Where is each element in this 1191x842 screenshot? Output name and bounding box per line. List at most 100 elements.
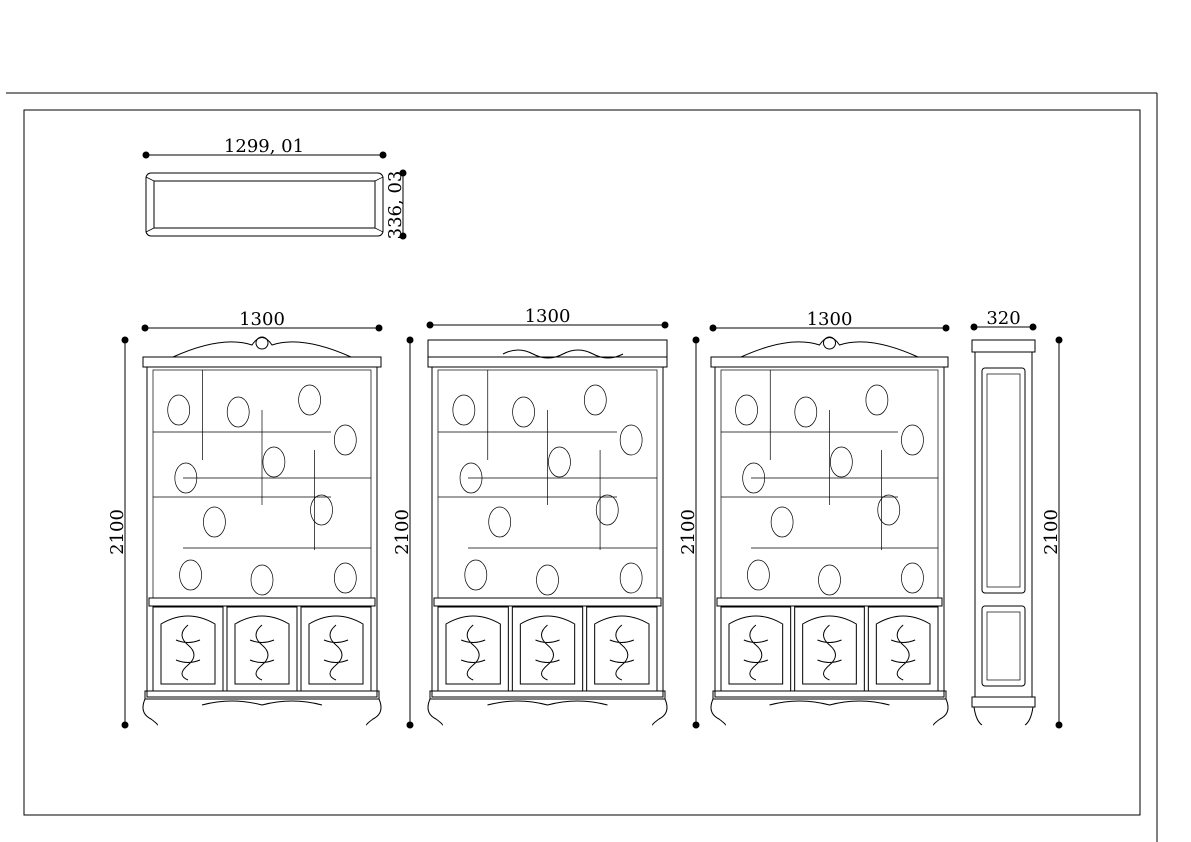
vase — [877, 494, 901, 526]
vase — [203, 506, 226, 538]
frieze-carving — [502, 349, 624, 359]
vase — [901, 562, 924, 594]
cornice — [710, 356, 949, 368]
plinth — [971, 696, 1036, 708]
vase — [865, 384, 889, 416]
dimension-dot — [141, 324, 149, 332]
vase — [619, 424, 643, 456]
door-panel — [234, 615, 290, 685]
vase — [174, 462, 198, 494]
upper-panel-inner — [986, 373, 1021, 588]
crest-carving — [740, 337, 919, 358]
vase — [512, 396, 535, 428]
door-carving — [323, 624, 349, 681]
door-panel — [594, 615, 650, 685]
lower-panel — [981, 605, 1026, 687]
vase — [464, 559, 488, 591]
side-view-height-label: 2100 — [1041, 509, 1062, 555]
side-view: 320 2100 — [970, 308, 1063, 729]
vase — [226, 396, 250, 428]
vase — [536, 564, 559, 596]
door-frame — [867, 606, 939, 692]
apron-carving — [769, 700, 890, 706]
vase — [619, 562, 643, 594]
cabinet-a: 1300 2100 — [107, 309, 383, 729]
cabinet-door — [226, 606, 298, 692]
crest-ornament — [255, 336, 269, 350]
door-carving — [249, 624, 275, 681]
cabinet-b: 1300 2100 — [392, 306, 669, 729]
frieze — [427, 339, 668, 368]
carcass — [146, 366, 378, 698]
dimension-dot — [426, 321, 434, 329]
cabinet-c: 1300 2100 — [678, 309, 950, 729]
dimension-dot — [970, 323, 978, 331]
cabinet-c-height-label: 2100 — [678, 509, 699, 555]
dimension-dot — [692, 721, 700, 729]
plan-depth-label: 336, 03 — [385, 171, 406, 240]
door-frame — [226, 606, 298, 692]
counter-ledge — [433, 597, 662, 607]
vase — [179, 559, 202, 591]
plinth — [712, 690, 947, 700]
crest-ornament — [823, 336, 836, 350]
door-panel — [802, 615, 857, 685]
side-panel — [974, 351, 1033, 698]
plan-width-dimension: 1299, 01 — [142, 136, 387, 159]
dimension-dot — [121, 336, 129, 344]
upper-panel — [981, 367, 1026, 594]
cabinet-c-width-dimension: 1300 — [709, 309, 950, 332]
cabinet-b-width-dimension: 1300 — [426, 306, 669, 329]
cabinet-c-height-dimension: 2100 — [678, 336, 700, 729]
vase — [459, 462, 483, 494]
cabinet-door — [300, 606, 372, 692]
cabinet-c-width-label: 1300 — [807, 309, 853, 330]
plan-depth-dimension: 336, 03 — [385, 169, 407, 240]
dimension-dot — [406, 336, 414, 344]
door-panel — [728, 615, 784, 685]
side-view-height-dimension: 2100 — [1041, 336, 1063, 729]
dimension-dot — [661, 321, 669, 329]
dimension-dot — [1029, 323, 1037, 331]
door-carving — [609, 624, 635, 681]
vase — [770, 506, 794, 538]
vase — [333, 424, 357, 456]
vase — [262, 446, 286, 478]
side-view-width-label: 320 — [986, 308, 1020, 329]
vase — [333, 562, 357, 594]
counter-ledge — [148, 597, 376, 607]
door-carving — [460, 624, 486, 681]
vase — [310, 494, 333, 526]
cabinet-b-height-label: 2100 — [392, 509, 413, 555]
lower-panel-inner — [986, 611, 1021, 681]
vase — [818, 564, 841, 596]
carcass — [431, 366, 664, 698]
plinth — [144, 690, 380, 700]
dimension-dot — [121, 721, 129, 729]
cornice — [427, 356, 668, 368]
cabinet-door — [720, 606, 792, 692]
vase — [583, 384, 607, 416]
cabinet-a-width-label: 1300 — [239, 309, 285, 330]
cabinet-b-width-label: 1300 — [525, 306, 571, 327]
plinth — [429, 690, 666, 700]
cornice — [142, 356, 382, 368]
dimension-dot — [942, 324, 950, 332]
door-panel — [875, 615, 931, 685]
door-frame — [437, 606, 509, 692]
vase — [747, 559, 770, 591]
carcass — [714, 366, 945, 698]
cabinet-door — [511, 606, 584, 692]
vase — [298, 384, 321, 416]
plan-width-label: 1299, 01 — [224, 136, 304, 157]
cabinet-a-height-dimension: 2100 — [107, 336, 129, 729]
vase — [794, 396, 818, 428]
vase — [488, 506, 512, 538]
door-panel — [160, 615, 216, 685]
cabinet-door — [867, 606, 939, 692]
plan-view: 1299, 01 336, 03 — [142, 136, 407, 240]
apron-carving — [201, 700, 323, 706]
cabinet-a-width-dimension: 1300 — [141, 309, 383, 332]
dimension-dot — [692, 336, 700, 344]
door-carving — [175, 624, 201, 681]
